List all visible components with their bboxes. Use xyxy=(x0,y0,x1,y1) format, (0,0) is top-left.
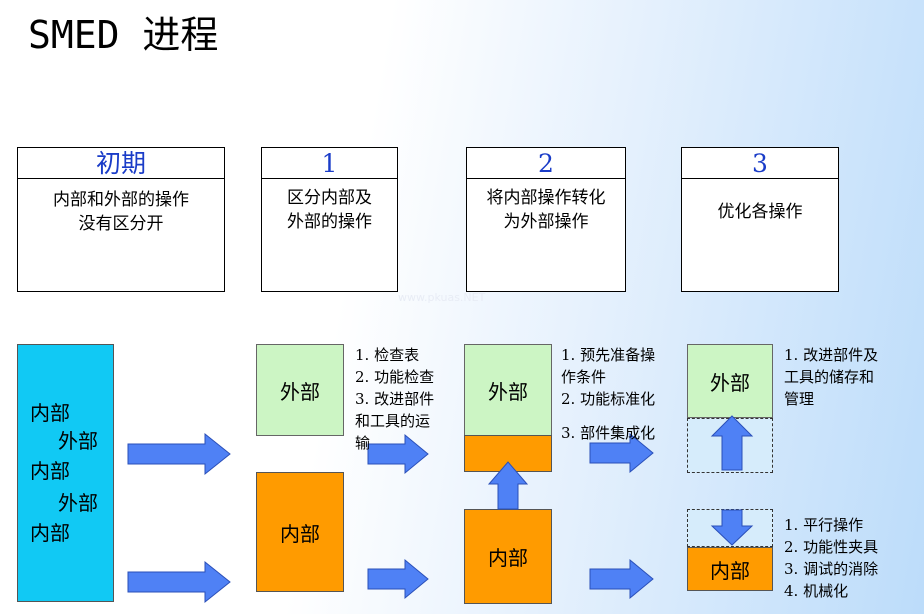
desc-line: 内部和外部的操作 xyxy=(53,190,189,210)
stage-description: 优化各操作 xyxy=(682,200,838,224)
desc-line: 外部的操作 xyxy=(287,212,372,232)
mixed-label-internal: 内部 xyxy=(30,459,70,483)
note-line: 3. 调试的消除 xyxy=(784,560,879,578)
note-line: 和工具的运 xyxy=(355,412,431,430)
desc-line: 没有区分开 xyxy=(78,214,164,234)
converted-internal-portion xyxy=(464,435,552,472)
mixed-label-internal: 内部 xyxy=(30,521,70,545)
step2-notes: 1. 预先准备操 作条件 2. 功能标准化 3. 部件集成化 xyxy=(561,344,655,444)
stage-2: 2 将内部操作转化 为外部操作 xyxy=(466,147,626,292)
note-line: 1. 平行操作 xyxy=(784,516,864,534)
stage-header: 1 xyxy=(262,148,397,179)
desc-line: 将内部操作转化 xyxy=(486,188,606,208)
desc-line: 优化各操作 xyxy=(717,202,803,222)
note-line: 3. 部件集成化 xyxy=(561,424,656,442)
note-line: 1. 检查表 xyxy=(355,346,420,364)
mixed-label-external: 外部 xyxy=(58,491,98,515)
reduced-external-area xyxy=(687,418,773,473)
stage-description: 将内部操作转化 为外部操作 xyxy=(467,186,625,234)
note-line: 2. 功能标准化 xyxy=(561,390,656,408)
stage-1: 1 区分内部及 外部的操作 xyxy=(261,147,398,292)
stage-initial: 初期 内部和外部的操作 没有区分开 xyxy=(17,147,225,292)
note-line: 2. 功能性夹具 xyxy=(784,538,879,556)
external-block: 外部 xyxy=(464,344,552,436)
note-line: 4. 机械化 xyxy=(784,582,849,600)
internal-block: 内部 xyxy=(464,509,552,604)
desc-line: 区分内部及 xyxy=(287,188,372,208)
stage-description: 区分内部及 外部的操作 xyxy=(262,186,397,234)
internal-block: 内部 xyxy=(687,547,773,591)
stage-3: 3 优化各操作 xyxy=(681,147,839,292)
mixed-operations-block: 内部 外部 内部 外部 内部 xyxy=(17,344,114,602)
reduced-internal-area xyxy=(687,509,773,547)
external-block: 外部 xyxy=(256,344,344,436)
desc-line: 为外部操作 xyxy=(503,212,589,232)
stage-header: 3 xyxy=(682,148,838,179)
step3-bottom-notes: 1. 平行操作 2. 功能性夹具 3. 调试的消除 4. 机械化 xyxy=(784,514,878,602)
note-line: 1. 改进部件及 xyxy=(784,346,879,364)
stage-header: 2 xyxy=(467,148,625,179)
note-line: 管理 xyxy=(784,390,815,408)
mixed-label-internal: 内部 xyxy=(30,401,70,425)
note-line: 3. 改进部件 xyxy=(355,390,435,408)
note-line: 输 xyxy=(355,434,371,452)
arrow-right-icon xyxy=(367,558,429,600)
arrow-right-icon xyxy=(127,560,231,604)
step1-notes: 1. 检查表 2. 功能检查 3. 改进部件 和工具的运 输 xyxy=(355,344,434,454)
arrow-right-icon xyxy=(127,432,231,476)
external-block: 外部 xyxy=(687,344,773,418)
mixed-label-external: 外部 xyxy=(58,429,98,453)
note-line: 作条件 xyxy=(561,368,607,386)
stage-header: 初期 xyxy=(18,148,224,179)
watermark: www.pkuas.NET xyxy=(398,291,486,304)
page-title: SMED 进程 xyxy=(28,13,219,57)
note-line: 1. 预先准备操 xyxy=(561,346,656,364)
note-line: 2. 功能检查 xyxy=(355,368,435,386)
step3-top-notes: 1. 改进部件及 工具的储存和 管理 xyxy=(784,344,878,410)
note-line: 工具的储存和 xyxy=(784,368,875,386)
stage-description: 内部和外部的操作 没有区分开 xyxy=(18,188,224,236)
internal-block: 内部 xyxy=(256,472,344,592)
arrow-right-icon xyxy=(589,558,654,600)
